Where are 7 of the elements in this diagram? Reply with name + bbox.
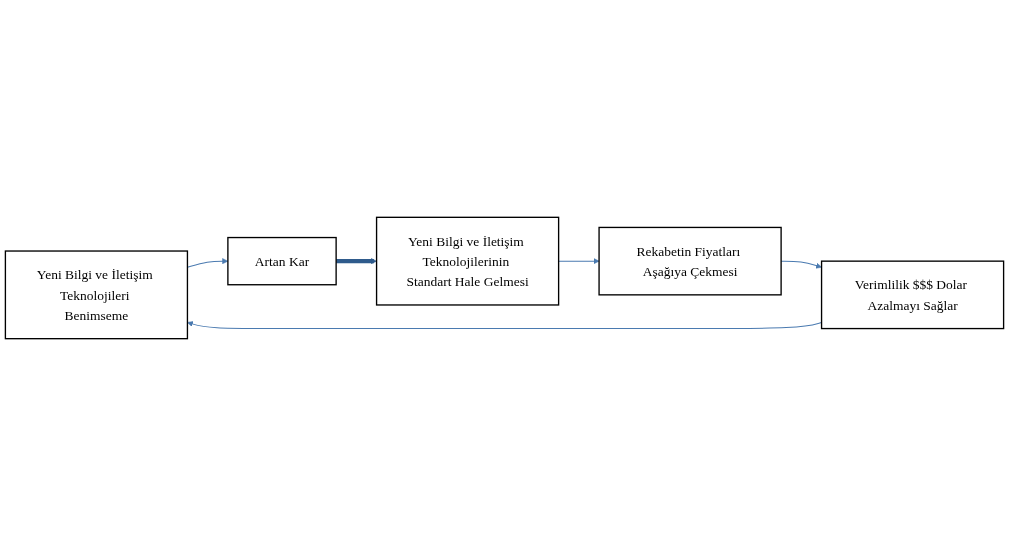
arrow [558,258,600,265]
arrow [336,258,377,265]
node-box: Artan Kar [227,236,337,286]
node-box: Yeni Bilgi ve İletişim Teknolojileri Benimseme [4,250,189,340]
node-box: Yeni Bilgi ve İletişim Teknolojilerinin Standart Hale Gelmesi [375,216,560,306]
node-box: Rekabetin Fiyatları Aşağıya Çekmesi [598,226,782,296]
node-box: Verimlilik $$$ Dolar Azalmayı Sağlar [820,260,1005,330]
